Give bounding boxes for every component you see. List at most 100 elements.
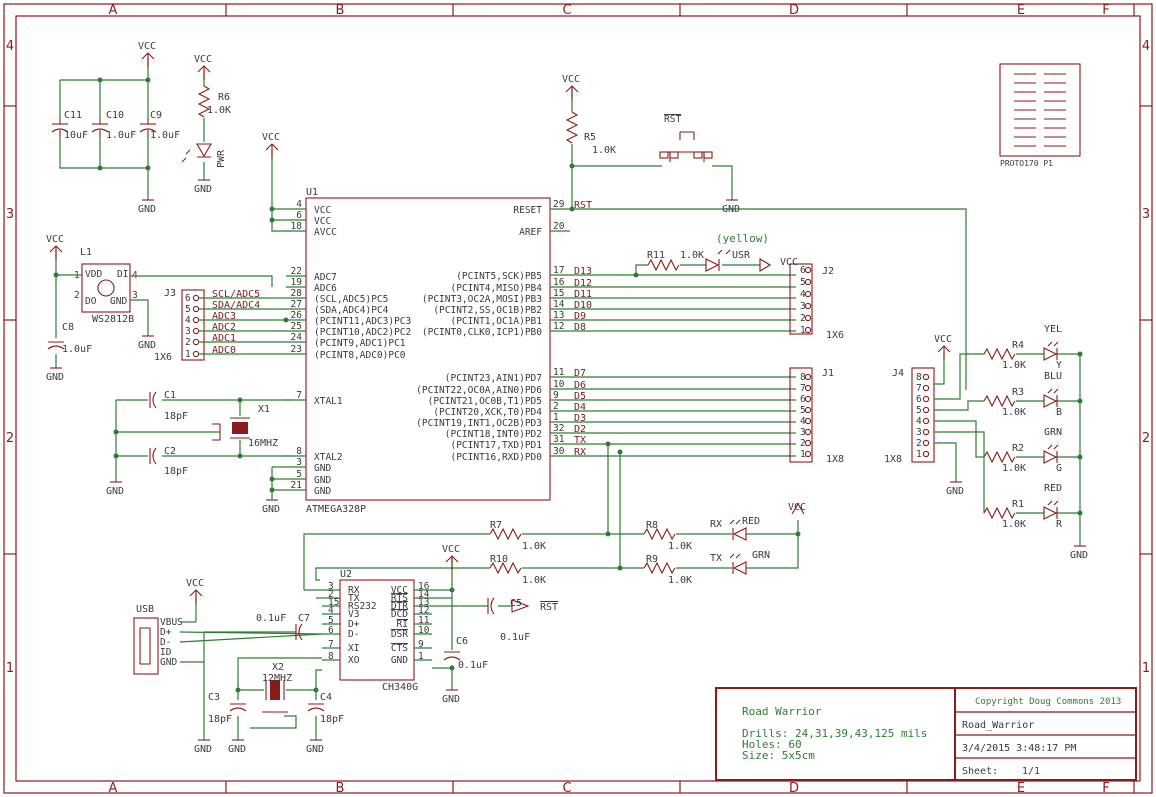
j4-led-pin-label: Y xyxy=(1056,360,1062,371)
frame-column-D: D xyxy=(789,3,799,18)
u1-net-label: TX xyxy=(574,435,586,446)
u2-pin-name: RX xyxy=(348,585,360,596)
c8-value: 1.0uF xyxy=(62,344,92,355)
j4-ref: J4 xyxy=(892,368,904,379)
u1-pin-name: GND xyxy=(314,463,331,474)
u2-pin-name: CTS xyxy=(391,643,408,654)
j4-pin xyxy=(922,450,930,458)
vcc-symbol xyxy=(197,65,211,80)
vcc-symbol xyxy=(445,555,459,570)
u2-pin-number: 1 xyxy=(418,651,424,662)
j4-pin xyxy=(922,384,930,392)
frame-column-bottom-C: C xyxy=(562,781,571,796)
u1-ref: U1 xyxy=(306,187,318,198)
j1-pin-number: 3 xyxy=(800,427,806,438)
j1-pin xyxy=(804,373,812,381)
vcc-label: VCC xyxy=(262,132,280,143)
r8-ref: R8 xyxy=(646,520,658,531)
u1-pin-name: (PCINT0,CLK0,ICP1)PB0 xyxy=(422,327,542,338)
vcc-label: VCC xyxy=(934,334,952,345)
u2-pin-name: VCC xyxy=(391,585,408,596)
u1-pin-name: (PCINT9,ADC1)PC1 xyxy=(314,338,406,349)
j3-pin xyxy=(192,316,200,324)
vcc-label: VCC xyxy=(46,234,64,245)
u1-pin-name: (PCINT21,OC0B,T1)PD5 xyxy=(428,396,542,407)
j4-pin-number: 2 xyxy=(916,438,922,449)
frame-column-E: E xyxy=(1017,3,1025,18)
j3-net-label: ADC1 xyxy=(212,333,236,344)
j4-resistor-ref: R2 xyxy=(1012,443,1024,454)
u1-pin-number: 11 xyxy=(553,367,565,378)
u1-pin-number: 9 xyxy=(553,390,559,401)
j1-part: 1X8 xyxy=(826,454,844,465)
u1-pin-name: (PCINT8,ADC0)PC0 xyxy=(314,350,406,361)
u1-pin-name: (PCINT1,OC1A)PB1 xyxy=(450,316,542,327)
u1-net-label: D4 xyxy=(574,402,586,413)
j1-pin-number: 8 xyxy=(800,372,806,383)
j2-ref: J2 xyxy=(822,266,834,277)
gnd-label: GND xyxy=(722,204,740,215)
j4-led-color: YEL xyxy=(1044,324,1062,335)
c8-ref: C8 xyxy=(62,322,74,333)
j1-pin xyxy=(804,450,812,458)
j4-resistor-ref: R3 xyxy=(1012,387,1024,398)
vcc-label: VCC xyxy=(138,41,156,52)
c3-value: 18pF xyxy=(208,714,232,725)
u1-pin-name: (PCINT4,MISO)PB4 xyxy=(450,283,542,294)
gnd-label: GND xyxy=(138,204,156,215)
u1-pin-name: XTAL2 xyxy=(314,452,343,463)
c3-ref: C3 xyxy=(208,692,220,703)
u1-pin-number: 15 xyxy=(553,288,564,299)
l1-pin-num-3: 3 xyxy=(132,290,138,301)
u1-pin-number: 17 xyxy=(553,265,564,276)
l1-pin-gnd: GND xyxy=(110,296,127,307)
j3-pin-number: 4 xyxy=(185,315,191,326)
j4-resistor xyxy=(983,347,1016,361)
j4-pin-number: 8 xyxy=(916,372,922,383)
u1-pin-number: 26 xyxy=(291,310,303,321)
r10-value: 1.0K xyxy=(522,575,546,586)
j1-pin-number: 4 xyxy=(800,416,806,427)
j4-part: 1X8 xyxy=(884,454,902,465)
u1-pin-number: 25 xyxy=(291,321,302,332)
u1-pin-number: 19 xyxy=(291,277,303,288)
u2-pin-number: 15 xyxy=(328,597,339,608)
proto-ref: PROTO170 P1 xyxy=(1000,159,1053,168)
date-stamp: 3/4/2015 3:48:17 PM xyxy=(962,743,1076,754)
j4-pin xyxy=(922,439,930,447)
j4-led xyxy=(1043,506,1058,520)
j1-pin-number: 2 xyxy=(800,438,806,449)
reset-switch-label: RST xyxy=(664,114,681,125)
u2-pin-name: D- xyxy=(348,629,359,640)
j2-pin-number: 3 xyxy=(800,301,806,312)
u1-pin-number: 30 xyxy=(553,446,565,457)
j4-resistor xyxy=(983,394,1016,408)
j4-led xyxy=(1043,450,1058,464)
u1-pin-number: 31 xyxy=(553,434,565,445)
frame-row-right-4: 4 xyxy=(1142,39,1150,54)
u2-pin-name: DCD xyxy=(391,609,408,620)
frame-row-3: 3 xyxy=(6,207,14,222)
u1-pin-number: 4 xyxy=(296,199,302,210)
c7-ref: C7 xyxy=(298,613,310,624)
power-symbols: VCCVCCVCCVCCVCCVCCVCCVCCVCCVCCGNDGNDGNDG… xyxy=(46,41,1088,755)
gnd-label: GND xyxy=(306,744,324,755)
frame-row-right-1: 1 xyxy=(1142,661,1150,676)
r11-ref: R11 xyxy=(647,250,665,261)
frame-column-bottom-A: A xyxy=(109,781,118,796)
j2-pin xyxy=(804,314,812,322)
u1-pin-name: XTAL1 xyxy=(314,396,343,407)
j3-pin xyxy=(192,327,200,335)
u1-atmega328p: U1 ATMEGA328P 4VCC6VCC18AVCC22ADC719ADC6… xyxy=(269,150,796,515)
j3-pin-number: 2 xyxy=(185,337,191,348)
j2-pin xyxy=(804,302,812,310)
u1-pin-name: VCC xyxy=(314,216,331,227)
u1-pin-name: (PCINT3,OC2A,MOSI)PB3 xyxy=(422,294,542,305)
j4-pin-number: 6 xyxy=(916,394,922,405)
vcc-symbol xyxy=(189,589,203,604)
u2-pin-number: 14 xyxy=(418,589,430,600)
u2-pin-number: 7 xyxy=(328,639,334,650)
